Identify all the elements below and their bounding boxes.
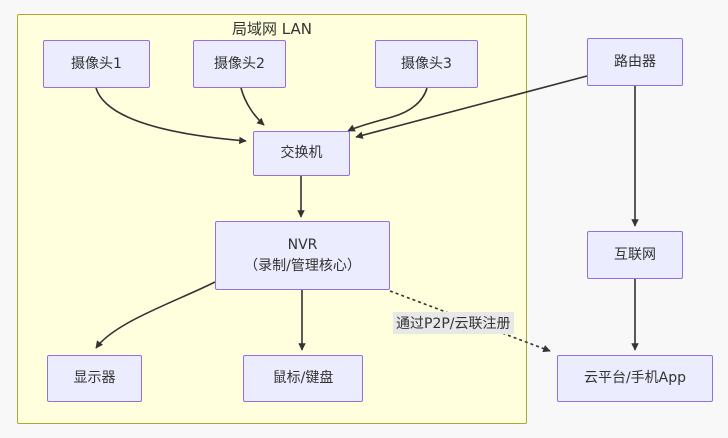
node-mouse-keyboard-label: 鼠标/键盘 [272,370,334,386]
edge-camera3-switch [347,87,428,132]
node-camera1: 摄像头1 [43,40,150,88]
node-router: 路由器 [587,38,683,86]
node-camera3: 摄像头3 [375,40,478,88]
node-internet: 互联网 [587,231,683,279]
node-switch: 交换机 [253,131,350,176]
node-mouse-keyboard: 鼠标/键盘 [243,355,363,402]
node-cloud-app: 云平台/手机App [557,355,713,402]
node-camera1-label: 摄像头1 [71,55,122,72]
node-router-label: 路由器 [614,53,656,70]
edge-camera2-switch [240,87,265,126]
node-camera2-label: 摄像头2 [214,55,265,72]
node-nvr-label-line2: （录制/管理核心） [244,257,361,274]
node-cloud-app-label: 云平台/手机App [583,370,687,386]
edge-camera1-switch [95,87,247,145]
node-camera2: 摄像头2 [193,40,286,88]
node-internet-label: 互联网 [614,246,656,263]
node-monitor: 显示器 [47,355,142,402]
node-camera3-label: 摄像头3 [401,55,452,72]
edge-nvr-monitor [95,281,216,349]
node-nvr-label-line1: NVR [287,236,318,253]
node-switch-label: 交换机 [280,145,323,161]
edge-label-p2p: 通过P2P/云联注册 [393,312,514,334]
node-monitor-label: 显示器 [73,370,116,386]
edge-router-switch [355,75,588,139]
lan-subgraph-title: 局域网 LAN [232,20,312,38]
node-nvr: NVR （录制/管理核心） [215,221,390,290]
